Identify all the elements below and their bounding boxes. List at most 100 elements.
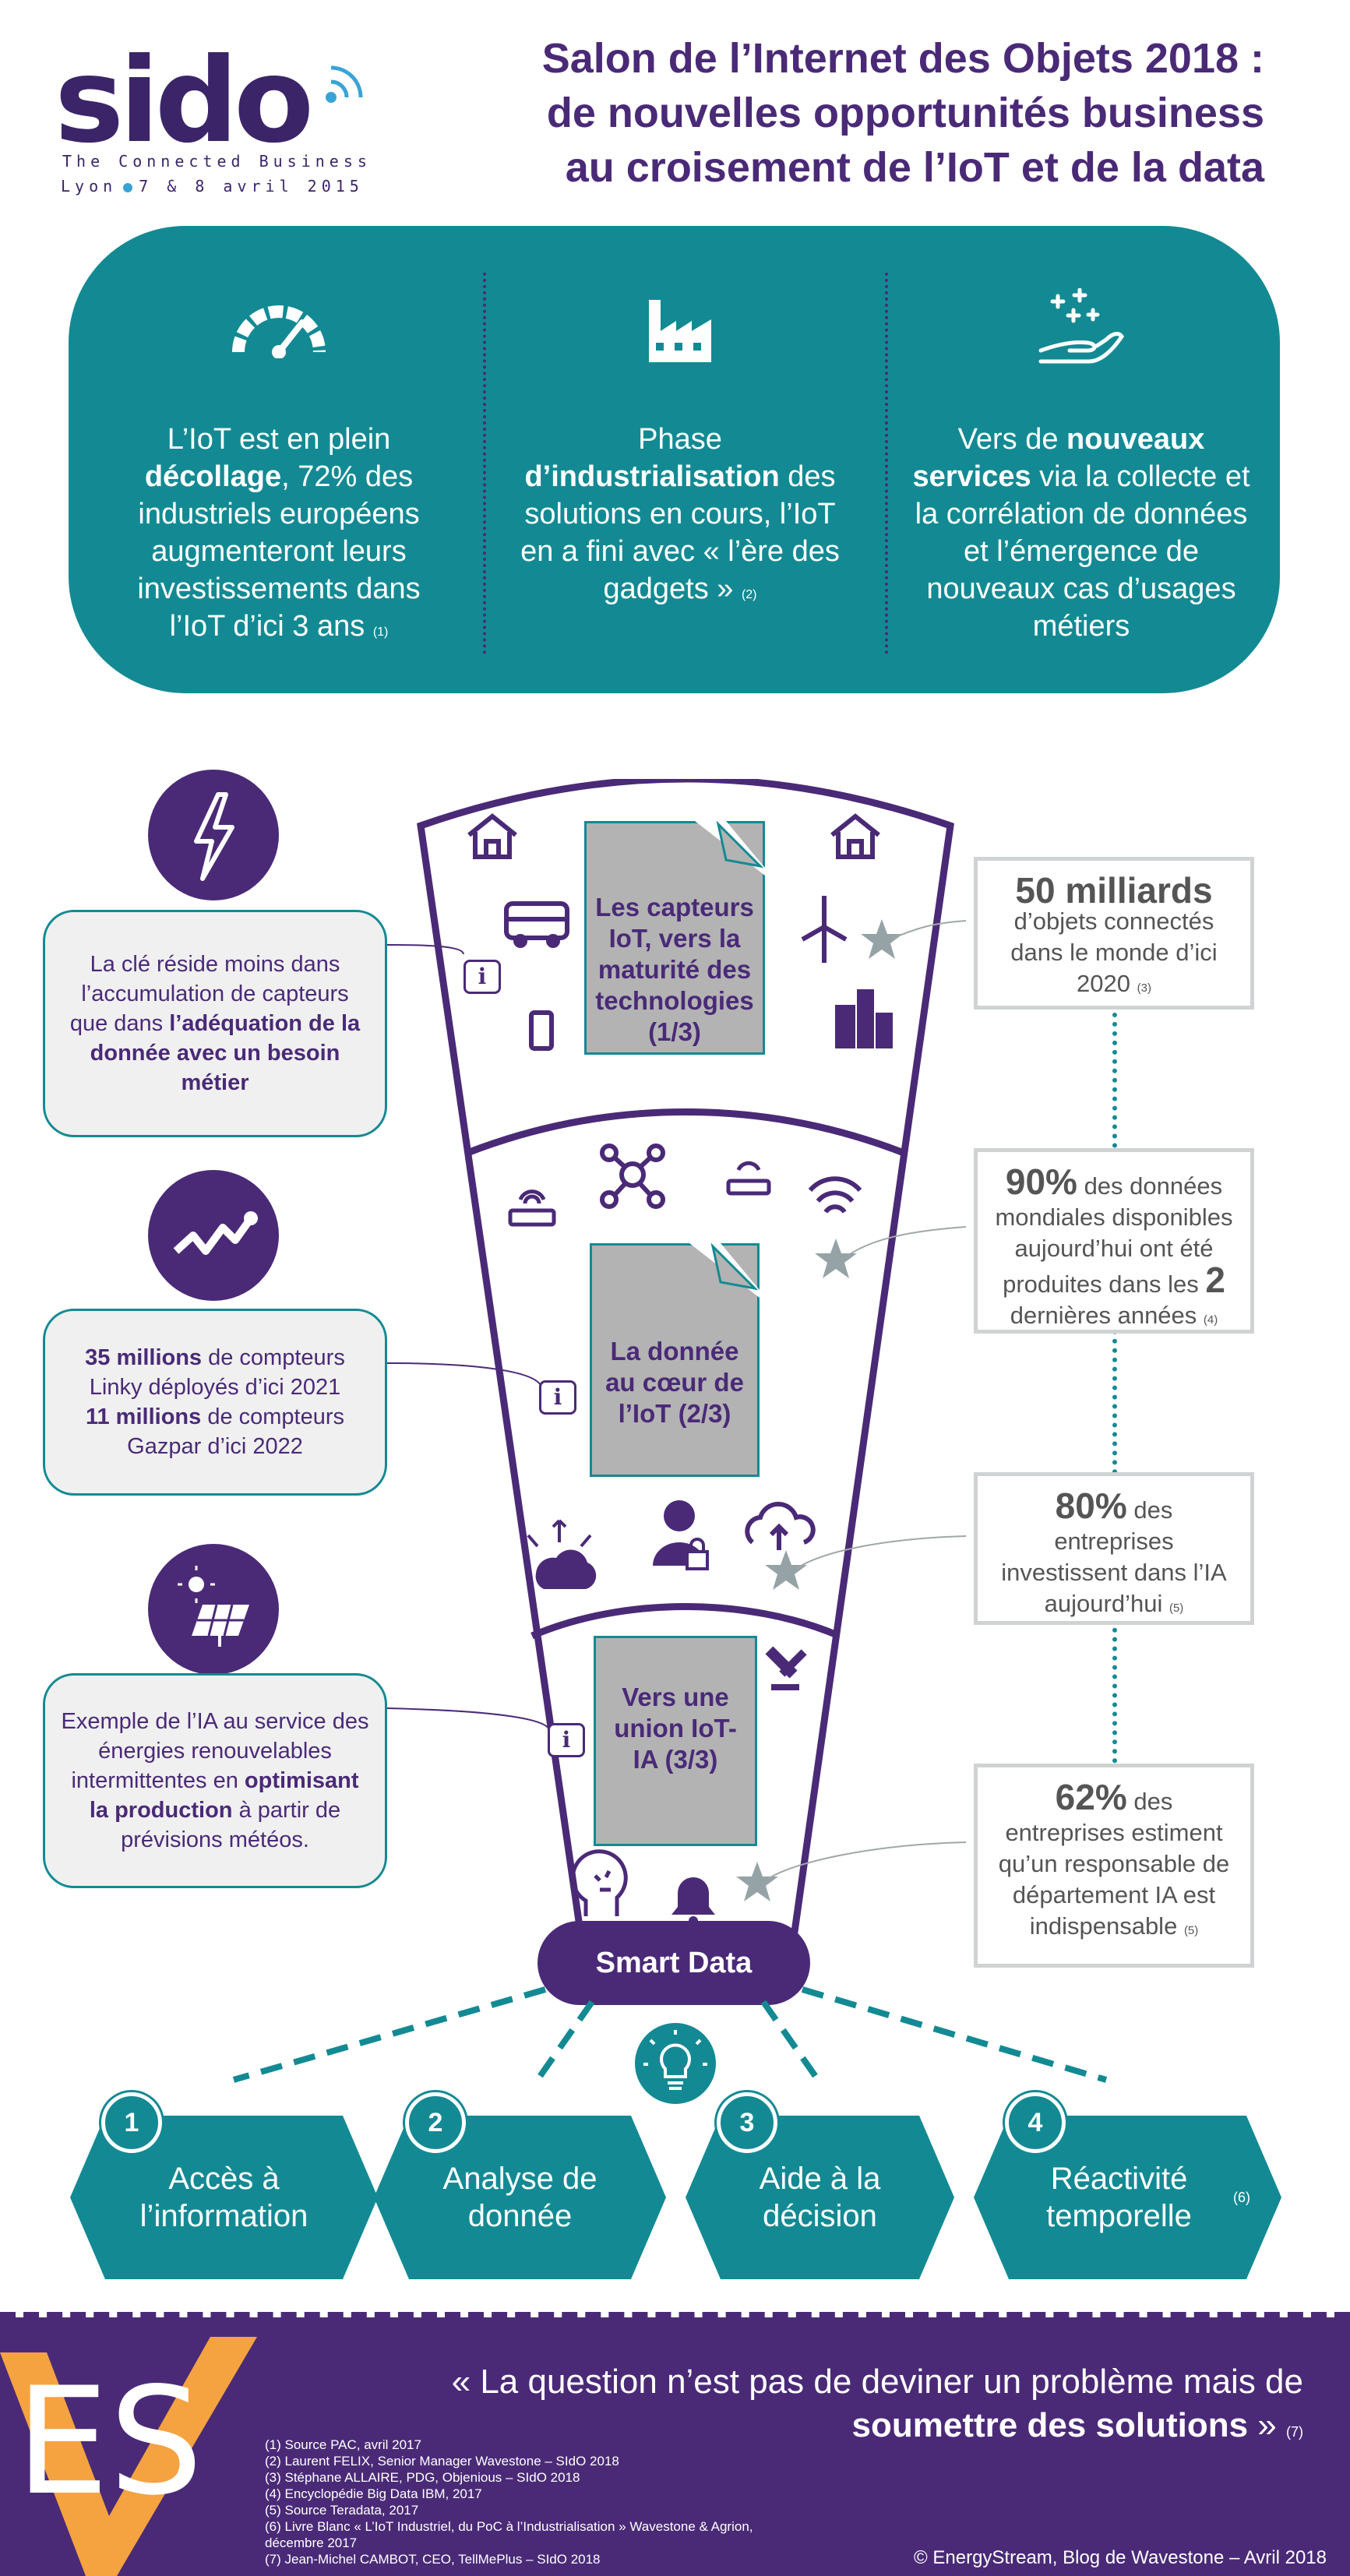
step-label: Aide à la décision	[759, 2162, 881, 2233]
network-icon	[600, 1144, 665, 1209]
stage-3-caption: Vers une union IoT-IA (3/3)	[614, 1683, 737, 1774]
house-icon	[467, 813, 517, 859]
info-icon[interactable]: i	[539, 1380, 576, 1415]
energystream-logo: ES	[0, 2337, 257, 2576]
star-icon	[815, 1239, 857, 1278]
step-number: 4	[1005, 2092, 1066, 2153]
smart-data-pill: Smart Data	[538, 1921, 810, 2005]
callout-connectors	[386, 944, 550, 1730]
hexagon-shape	[686, 2116, 954, 2279]
text: de compteurs Gazpar d’ici 2022	[127, 1404, 345, 1459]
stat-text: des entreprises estiment qu’un responsab…	[998, 1788, 1230, 1940]
banner-text-2: Phase d’industrialisation des solutions …	[509, 421, 851, 614]
callout-box-3: Exemple de l’IA au service des énergies …	[43, 1673, 387, 1888]
logo-city: Lyon	[61, 177, 118, 196]
reference: (7)	[1286, 2424, 1303, 2440]
reference: (5)	[1168, 1602, 1184, 1615]
text: de compteurs Linky déployés d’ici 2021	[89, 1345, 345, 1400]
buildings-icon	[835, 989, 893, 1048]
bus-icon	[504, 901, 569, 948]
wind-turbine-icon	[801, 896, 848, 963]
lightning-icon	[194, 792, 234, 881]
page-fold-icon	[689, 1243, 760, 1298]
stat-box-3: 80% des entreprises investissent dans l’…	[974, 1472, 1254, 1625]
lightbulb-icon	[635, 2023, 716, 2104]
callout-box-1: La clé réside moins dans l’accumulation …	[43, 910, 387, 1137]
phone-icon	[529, 1010, 554, 1051]
bold-text: soumettre des solutions	[851, 2406, 1249, 2444]
step-4: Réactivité temporelle(6) 4	[974, 2092, 1281, 2279]
gavel-icon	[765, 1646, 807, 1690]
page-fold-icon	[695, 821, 765, 876]
router-icon	[726, 1161, 771, 1196]
smart-data-rays	[232, 1986, 1108, 2083]
copyright: © EnergyStream, Blog de Wavestone – Avri…	[914, 2547, 1327, 2568]
stage-1-caption: Les capteurs IoT, vers la maturité des t…	[595, 893, 754, 1046]
bold-text: 11 millions	[85, 1404, 202, 1429]
user-lock-icon	[653, 1500, 709, 1570]
logo-dates: 7 & 8 avril 2015	[139, 177, 364, 196]
page-title: Salon de l’Internet des Objets 2018 : de…	[368, 31, 1264, 195]
step-label: Analyse de donnée	[442, 2162, 597, 2233]
logo-date: Lyon 7 & 8 avril 2015	[61, 177, 364, 196]
title-line-3: au croisement de l’IoT et de la data	[565, 144, 1264, 191]
quote-line-1: « La question n’est pas de deviner un pr…	[451, 2363, 1303, 2401]
divider	[885, 273, 888, 654]
stat-box-2: 90% des données mondiales disponibles au…	[974, 1148, 1254, 1334]
banner-col-3: Vers de nouveaux services via la collect…	[886, 226, 1276, 693]
solar-panel-icon	[178, 1566, 249, 1647]
text: La clé réside moins dans l’accumulation …	[69, 952, 349, 1036]
step-label: Accès à l’information	[139, 2162, 308, 2233]
lightning-badge	[148, 770, 279, 900]
star-icon	[736, 1862, 778, 1901]
text: des solutions en cours, l’IoT en a fini …	[520, 460, 840, 605]
reference: (1)	[372, 625, 389, 639]
bold-text: décollage	[144, 460, 282, 493]
hexagon-shape	[70, 2116, 378, 2279]
reference-item: (7) Jean-Michel CAMBOT, CEO, TellMePlus …	[265, 2552, 601, 2567]
key-facts-banner: L’IoT est en plein décollage, 72% des in…	[69, 226, 1280, 693]
stat-value: 2	[1205, 1260, 1225, 1300]
hand-sparkles-icon	[1038, 288, 1125, 364]
step-1: Accès à l’information 1	[70, 2092, 378, 2279]
stat-text: des entreprises investissent dans l’IA a…	[1001, 1496, 1227, 1617]
dot-icon	[123, 182, 133, 192]
quote: « La question n’est pas de deviner un pr…	[291, 2360, 1303, 2454]
router-icon	[508, 1189, 556, 1227]
footer-dashed-edge	[0, 2312, 1350, 2320]
stat-text: dernières années	[1010, 1302, 1197, 1329]
reference-item: (1) Source PAC, avril 2017	[265, 2437, 421, 2452]
stat-value: 50 milliards	[1015, 870, 1213, 911]
info-icon[interactable]: i	[548, 1723, 585, 1757]
reference: (2)	[741, 588, 757, 601]
stat-value: 80%	[1055, 1485, 1127, 1526]
stat-box-1: 50 milliards d’objets connectés dans le …	[974, 857, 1254, 1010]
hexagon-shape	[974, 2116, 1281, 2279]
stat-value: 90%	[1005, 1161, 1077, 1202]
funnel-band-1	[466, 1108, 905, 1157]
logo-word: sido	[55, 33, 314, 169]
stat-text: d’objets connectés dans le monde d’ici 2…	[1010, 907, 1218, 997]
callout-box-2: 35 millions de compteurs Linky déployés …	[43, 1309, 387, 1496]
info-icon[interactable]: i	[464, 960, 501, 994]
stat-box-4: 62% des entreprises estiment qu’un respo…	[974, 1764, 1254, 1968]
reference-item: (5) Source Teradata, 2017	[265, 2503, 419, 2518]
es-logo-text: ES	[16, 2356, 203, 2528]
step-number: 3	[717, 2092, 777, 2153]
text: Exemple de l’IA au service des énergies …	[61, 1709, 369, 1793]
step-3: Aide à la décision 3	[686, 2092, 954, 2279]
banner-text-3: Vers de nouveaux services via la collect…	[910, 421, 1253, 645]
funnel-outline	[417, 779, 954, 1936]
banner-col-1: L’IoT est en plein décollage, 72% des in…	[84, 226, 474, 693]
reference-item: (6) Livre Blanc « L’IoT Industriel, du P…	[265, 2519, 753, 2550]
brain-head-icon	[570, 1849, 628, 1916]
stage-card-2: La donnée au cœur de l’IoT (2/3)	[590, 1243, 760, 1477]
bell-icon	[671, 1877, 715, 1926]
factory-icon	[649, 300, 711, 362]
bold-text: l’adéquation de la donnée avec un besoin…	[90, 1011, 361, 1095]
star-icon	[861, 919, 903, 959]
stat-text: des données mondiales disponibles aujour…	[995, 1172, 1233, 1298]
stats-connector-line	[1112, 1003, 1117, 1782]
stage-card-1: Les capteurs IoT, vers la maturité des t…	[584, 821, 765, 1055]
